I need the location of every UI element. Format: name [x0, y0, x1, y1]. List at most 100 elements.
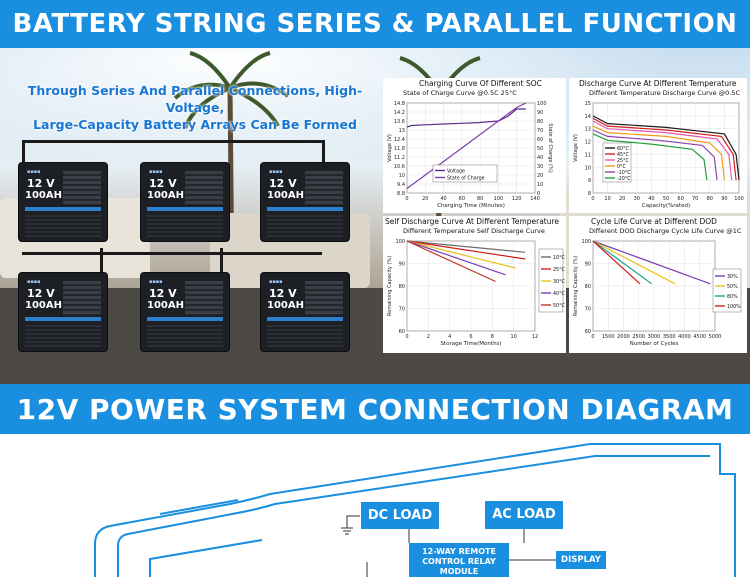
- battery-12v-100ah: ▪▪▪▪ 12 V 100AH: [18, 272, 108, 352]
- battery-spec-table: [305, 171, 343, 205]
- y2-tick-label: 70: [537, 128, 543, 134]
- relay-module-box: 12-WAY REMOTE CONTROL RELAY MODULE: [409, 543, 509, 577]
- dc-load-box: DC LOAD: [361, 502, 439, 529]
- battery-12v-100ah: ▪▪▪▪ 12 V 100AH: [140, 272, 230, 352]
- series-line: [406, 240, 526, 260]
- x-tick-label: 100: [494, 196, 504, 202]
- y-tick-label: 14: [585, 114, 591, 120]
- battery-wire: [22, 252, 322, 255]
- chart-title: Self Discharge Curve At Different Temper…: [385, 217, 560, 226]
- series-line: [592, 240, 653, 285]
- series-line: [592, 133, 708, 181]
- y-tick-label: 90: [585, 262, 591, 268]
- battery-voltage: 12 V: [27, 177, 55, 190]
- series-line: [406, 240, 516, 269]
- battery-stripe: [267, 207, 343, 211]
- y-tick-label: 12.4: [394, 137, 405, 143]
- battery-spec-table: [63, 171, 101, 205]
- charging-curve-chart: State of Charge Curve @0.5C 25°C8.89.410…: [387, 89, 553, 209]
- y-tick-label: 100: [581, 239, 591, 245]
- legend-entry: 25°C: [617, 158, 630, 164]
- display-box: DISPLAY: [556, 551, 606, 569]
- legend-entry: -20°C: [617, 176, 631, 182]
- legend-entry: 50%: [727, 284, 738, 290]
- battery-brand: ▪▪▪▪: [269, 279, 283, 285]
- x-tick-label: 12: [532, 334, 538, 340]
- y-axis-label: Remaining Capacity (%): [573, 256, 579, 316]
- x-tick-label: 4: [448, 334, 451, 340]
- x-tick-label: 80: [477, 196, 483, 202]
- y2-tick-label: 100: [537, 101, 547, 107]
- legend-entry: 45°C: [617, 152, 630, 158]
- battery-12v-100ah: ▪▪▪▪ 12 V 100AH: [18, 162, 108, 242]
- battery-spec-table: [63, 281, 101, 315]
- battery-stripe: [25, 207, 101, 211]
- relay-label: 12-WAY REMOTE: [422, 547, 496, 556]
- y-tick-label: 70: [585, 307, 591, 313]
- chart-subtitle: Different Temperature Self Discharge Cur…: [403, 227, 545, 235]
- series-line: [592, 117, 737, 181]
- battery-label-text: [147, 325, 223, 347]
- legend-entry: 60°C: [617, 146, 630, 152]
- section-title: 12V POWER SYSTEM CONNECTION DIAGRAM: [16, 392, 734, 426]
- x-tick-label: 40: [440, 196, 446, 202]
- battery-wire: [22, 140, 322, 143]
- legend-entry: 40°C: [553, 291, 566, 297]
- x-tick-label: 140: [530, 196, 540, 202]
- series-line: [406, 240, 506, 276]
- x-tick-label: 100: [734, 196, 744, 202]
- x-tick-label: 60: [459, 196, 465, 202]
- battery-capacity: 100AH: [147, 190, 184, 201]
- battery-spec-table: [185, 171, 223, 205]
- battery-label-text: [147, 215, 223, 237]
- battery-wire: [100, 248, 103, 272]
- x-axis-label: Storage Time(Months): [440, 341, 501, 347]
- y-tick-label: 13: [399, 128, 405, 134]
- x-tick-label: 5000: [709, 334, 722, 340]
- chart-panel-charging: Charging Curve Of Different SOC State of…: [383, 78, 566, 213]
- series-line: [592, 115, 740, 181]
- y-tick-label: 11.8: [394, 146, 405, 152]
- series-line: [592, 125, 725, 181]
- chart-panel-self-discharge: Self Discharge Curve At Different Temper…: [383, 216, 566, 353]
- y-tick-label: 10: [399, 173, 405, 179]
- battery-capacity: 100AH: [147, 300, 184, 311]
- x-tick-label: 1500: [602, 334, 615, 340]
- cycle-life-chart: Different DOD Discharge Cycle Life Curve…: [573, 227, 742, 347]
- display-label: DISPLAY: [561, 555, 601, 565]
- battery-12v-100ah: ▪▪▪▪ 12 V 100AH: [140, 162, 230, 242]
- chart-subtitle: State of Charge Curve @0.5C 25°C: [403, 89, 517, 97]
- y-tick-label: 10.6: [394, 164, 405, 170]
- y-tick-label: 12: [585, 140, 591, 146]
- x-tick-label: 2000: [617, 334, 630, 340]
- y-axis-label: Voltage (V): [387, 134, 393, 162]
- battery-wire: [220, 248, 223, 272]
- battery-brand: ▪▪▪▪: [149, 169, 163, 175]
- x-tick-label: 6: [469, 334, 472, 340]
- chart-title: Charging Curve Of Different SOC: [419, 79, 542, 88]
- y-tick-label: 14.2: [394, 110, 405, 116]
- battery-label-text: [267, 325, 343, 347]
- caption-line: Large-Capacity Battery Arrays Can Be For…: [33, 117, 357, 132]
- chart-title: Cycle Life Curve at Different DOD: [591, 217, 717, 226]
- battery-stripe: [147, 317, 223, 321]
- x-tick-label: 80: [707, 196, 713, 202]
- series-line: [406, 240, 496, 283]
- x-tick-label: 8: [491, 334, 494, 340]
- x-tick-label: 3000: [648, 334, 661, 340]
- y-tick-label: 60: [585, 329, 591, 335]
- x-axis-label: Number of Cycles: [630, 341, 679, 347]
- battery-capacity: 100AH: [267, 300, 304, 311]
- chart-panel-discharge: Discharge Curve At Different Temperature…: [569, 78, 747, 213]
- series-line: [592, 240, 676, 285]
- x-tick-label: 60: [677, 196, 683, 202]
- y-tick-label: 80: [585, 284, 591, 290]
- battery-brand: ▪▪▪▪: [269, 169, 283, 175]
- y-tick-label: 15: [585, 101, 591, 107]
- battery-voltage: 12 V: [149, 287, 177, 300]
- x-tick-label: 10: [510, 334, 516, 340]
- y-tick-label: 9: [588, 178, 591, 184]
- battery-voltage: 12 V: [149, 177, 177, 190]
- battery-capacity: 100AH: [267, 190, 304, 201]
- y-tick-label: 13.6: [394, 119, 405, 125]
